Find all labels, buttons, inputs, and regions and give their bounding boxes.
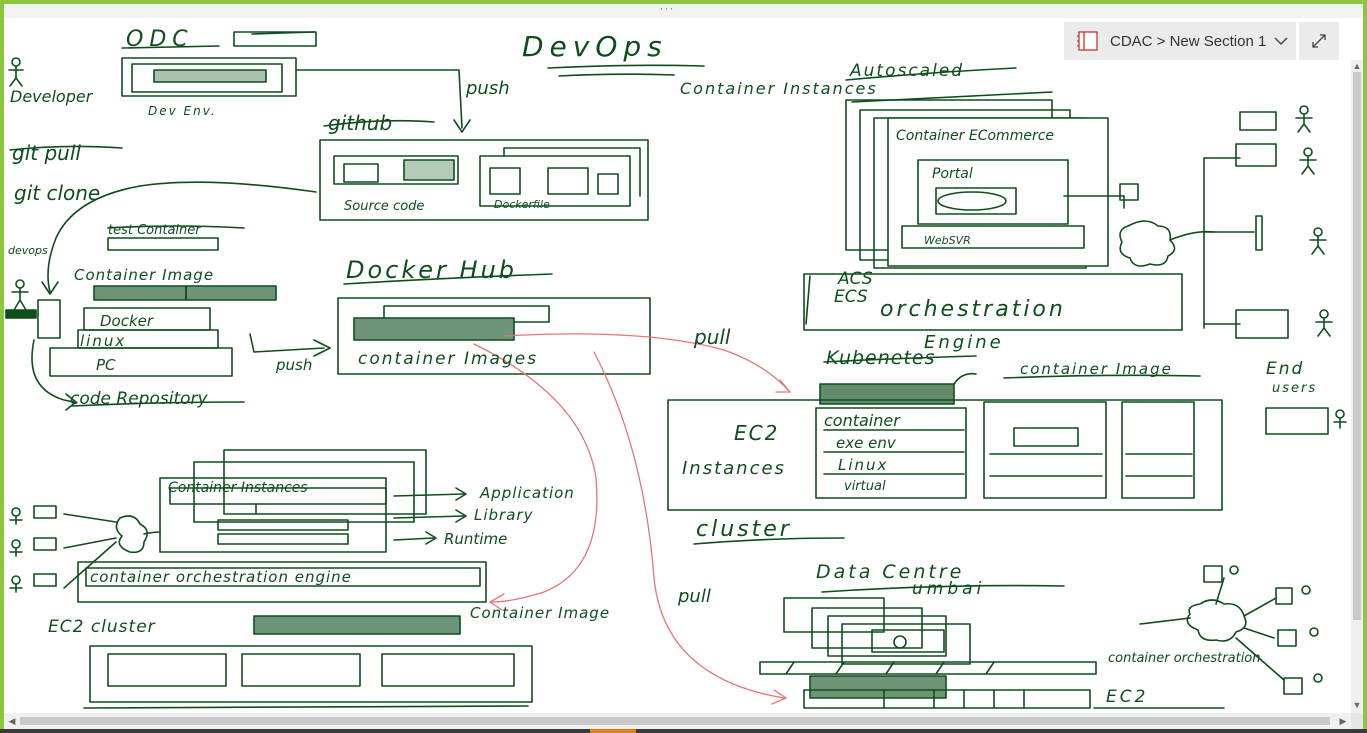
svg-text:Container Instances: Container Instances bbox=[168, 480, 308, 496]
note-canvas[interactable]: DevOps ODC Developer Dev Env. push githu… bbox=[4, 18, 1351, 713]
pull-arrow bbox=[503, 333, 789, 391]
scroll-left-icon[interactable]: ◀ bbox=[8, 715, 16, 726]
svg-text:Instances: Instances bbox=[682, 458, 786, 479]
svg-text:Engine: Engine bbox=[924, 332, 1004, 353]
svg-text:ODC: ODC bbox=[126, 27, 194, 52]
svg-text:End: End bbox=[1266, 359, 1304, 379]
svg-text:Docker: Docker bbox=[100, 312, 154, 330]
svg-text:orchestration: orchestration bbox=[880, 297, 1066, 322]
svg-text:pull: pull bbox=[693, 325, 731, 349]
svg-text:WebSVR: WebSVR bbox=[924, 234, 971, 247]
scroll-right-icon[interactable]: ▶ bbox=[1339, 715, 1347, 726]
svg-text:container Image: container Image bbox=[1020, 360, 1173, 378]
chevron-down-icon[interactable] bbox=[1274, 36, 1288, 46]
expand-icon bbox=[1312, 34, 1326, 48]
horizontal-scrollbar[interactable]: ◀ ▶ bbox=[4, 713, 1351, 729]
ink-drawing: DevOps ODC Developer Dev Env. push githu… bbox=[5, 27, 1347, 709]
svg-text:Runtime: Runtime bbox=[444, 530, 507, 548]
svg-text:Container Instances: Container Instances bbox=[680, 79, 878, 98]
svg-text:Container Image: Container Image bbox=[470, 604, 610, 622]
svg-text:Dockerfile: Dockerfile bbox=[494, 198, 550, 211]
expand-button[interactable] bbox=[1299, 22, 1339, 60]
svg-text:Developer: Developer bbox=[10, 87, 94, 106]
svg-text:ECS: ECS bbox=[834, 287, 868, 307]
svg-text:Portal: Portal bbox=[932, 166, 973, 182]
breadcrumb: CDAC > New Section 1 bbox=[1110, 32, 1267, 50]
svg-text:pull: pull bbox=[677, 586, 711, 607]
svg-text:Kubenetes: Kubenetes bbox=[826, 347, 936, 369]
svg-text:push: push bbox=[275, 356, 312, 374]
drag-grip-icon[interactable]: ··· bbox=[659, 1, 675, 15]
svg-text:git clone: git clone bbox=[14, 181, 100, 205]
svg-text:PC: PC bbox=[96, 356, 116, 374]
svg-text:Autoscaled: Autoscaled bbox=[849, 61, 964, 81]
notebook-icon bbox=[1077, 31, 1098, 51]
svg-text:users: users bbox=[1272, 381, 1317, 396]
svg-text:umbai: umbai bbox=[912, 579, 985, 599]
svg-text:cluster: cluster bbox=[696, 517, 792, 542]
vertical-scroll-thumb[interactable] bbox=[1353, 72, 1361, 620]
svg-text:Linux: Linux bbox=[838, 456, 888, 474]
svg-text:test Container: test Container bbox=[108, 223, 202, 238]
svg-text:EC2 cluster: EC2 cluster bbox=[48, 617, 156, 637]
svg-text:Container ECommerce: Container ECommerce bbox=[896, 128, 1054, 144]
svg-text:push: push bbox=[465, 78, 510, 99]
title-text: DevOps bbox=[522, 30, 668, 63]
svg-text:container: container bbox=[824, 411, 901, 430]
svg-text:devops: devops bbox=[8, 244, 48, 257]
scroll-corner bbox=[1351, 713, 1363, 729]
taskbar-edge bbox=[0, 729, 1367, 733]
svg-text:github: github bbox=[328, 111, 392, 135]
svg-text:code Repository: code Repository bbox=[70, 389, 209, 409]
svg-text:Dev Env.: Dev Env. bbox=[148, 104, 217, 118]
title-bar[interactable] bbox=[4, 4, 1363, 18]
section-navigator[interactable]: CDAC > New Section 1 bbox=[1064, 22, 1296, 60]
svg-text:Source code: Source code bbox=[344, 199, 424, 214]
svg-text:container orchestration: container orchestration bbox=[1108, 651, 1261, 666]
scroll-down-icon[interactable]: ▼ bbox=[1352, 700, 1362, 710]
svg-text:virtual: virtual bbox=[844, 479, 886, 494]
svg-text:git pull: git pull bbox=[12, 141, 81, 165]
svg-text:Application: Application bbox=[479, 484, 575, 502]
svg-text:container orchestration engine: container orchestration engine bbox=[90, 568, 352, 586]
svg-text:Container Image: Container Image bbox=[74, 266, 214, 284]
vertical-scrollbar[interactable]: ▲ ▼ bbox=[1351, 60, 1363, 713]
svg-text:ACS: ACS bbox=[837, 269, 873, 289]
svg-text:Data Centre: Data Centre bbox=[816, 561, 964, 583]
scroll-up-icon[interactable]: ▲ bbox=[1352, 61, 1362, 71]
ink-stroke bbox=[547, 64, 705, 69]
svg-text:EC2: EC2 bbox=[734, 421, 779, 445]
svg-text:EC2: EC2 bbox=[1106, 687, 1148, 707]
horizontal-scroll-thumb[interactable] bbox=[20, 717, 1330, 725]
svg-text:exe env: exe env bbox=[836, 434, 897, 452]
svg-text:Library: Library bbox=[474, 506, 534, 524]
svg-text:linux: linux bbox=[80, 332, 126, 350]
svg-text:container Images: container Images bbox=[358, 349, 538, 369]
taskbar-accent bbox=[590, 729, 636, 733]
svg-text:Docker Hub: Docker Hub bbox=[346, 256, 517, 284]
